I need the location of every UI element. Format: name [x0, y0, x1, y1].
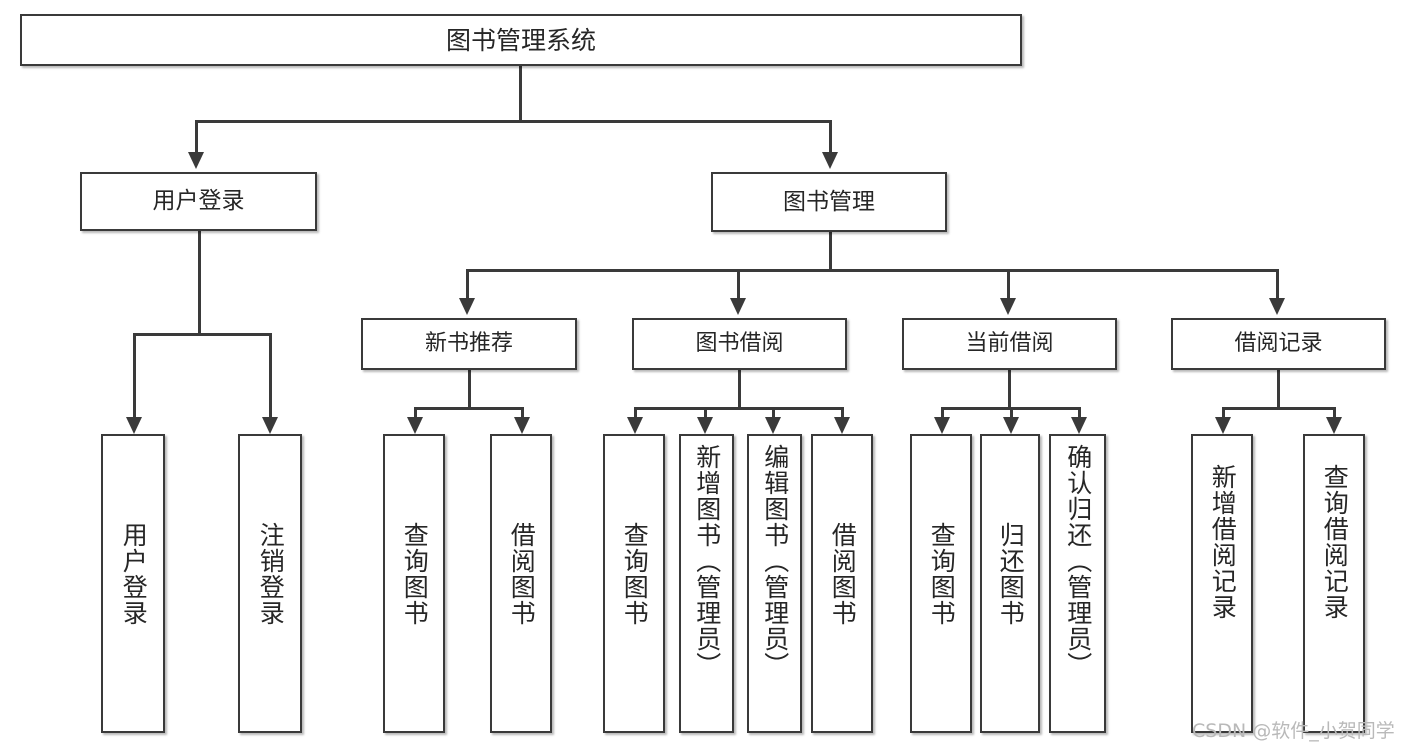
node-book-borrow[interactable]: 图书借阅: [632, 318, 847, 370]
connector-borrowrecord-drop-1: [1222, 407, 1225, 417]
arrow-bookmgmt-to-current-borrow: [1000, 298, 1016, 315]
node-leaf-borrow-book-2[interactable]: 借阅图书: [811, 434, 873, 733]
arrow-bookborrow-to-query-book: [627, 417, 643, 434]
node-leaf-user-login[interactable]: 用户登录: [101, 434, 165, 733]
node-leaf-borrow-book-1[interactable]: 借阅图书: [490, 434, 552, 733]
node-current-borrow[interactable]: 当前借阅: [902, 318, 1117, 370]
connector-userlogin-stem: [198, 231, 201, 335]
node-leaf-user-login-label: 用户登录: [119, 522, 149, 626]
connector-bookborrow-drop-2: [704, 407, 707, 417]
connector-bookborrow-drop-1: [634, 407, 637, 417]
connector-borrowrecord-bus: [1222, 407, 1336, 410]
connector-root-drop-user-login: [195, 120, 198, 152]
node-leaf-return-book-label: 归还图书: [996, 522, 1026, 626]
node-leaf-logout-label: 注销登录: [256, 522, 286, 626]
connector-bookborrow-stem: [738, 370, 741, 409]
node-user-login-label: 用户登录: [152, 188, 245, 214]
node-book-management[interactable]: 图书管理: [711, 172, 947, 232]
node-leaf-edit-book-label: 编辑图书（管理员）: [760, 444, 790, 678]
connector-bookmgmt-bus: [466, 269, 1279, 272]
node-leaf-add-book[interactable]: 新增图书（管理员）: [679, 434, 734, 733]
node-user-login[interactable]: 用户登录: [80, 172, 317, 231]
node-leaf-query-record[interactable]: 查询借阅记录: [1303, 434, 1365, 733]
node-leaf-add-book-label: 新增图书（管理员）: [692, 444, 722, 678]
connector-bookborrow-bus: [634, 407, 844, 410]
connector-root-bus: [195, 120, 832, 123]
node-current-borrow-label: 当前借阅: [965, 331, 1054, 356]
arrow-bookborrow-to-borrow-book: [834, 417, 850, 434]
connector-borrowrecord-drop-2: [1333, 407, 1336, 417]
arrow-currentborrow-to-confirm-return: [1071, 417, 1087, 434]
node-leaf-query-book-3-label: 查询图书: [927, 522, 957, 626]
node-leaf-query-book-1[interactable]: 查询图书: [383, 434, 445, 733]
node-leaf-query-book-2-label: 查询图书: [620, 522, 650, 626]
connector-currentborrow-drop-1: [941, 407, 944, 417]
node-new-book-recommend[interactable]: 新书推荐: [361, 318, 577, 370]
node-leaf-confirm-return-label: 确认归还（管理员）: [1063, 444, 1093, 678]
connector-userlogin-drop-1: [133, 333, 136, 417]
connector-recommend-bus: [414, 407, 524, 410]
arrow-userlogin-to-leaf-logout: [262, 417, 278, 434]
arrow-borrowrecord-to-add-record: [1215, 417, 1231, 434]
node-book-borrow-label: 图书借阅: [695, 331, 784, 356]
node-leaf-return-book[interactable]: 归还图书: [980, 434, 1040, 733]
arrow-bookmgmt-to-new-book-recommend: [459, 298, 475, 315]
connector-bookborrow-drop-3: [772, 407, 775, 417]
arrow-currentborrow-to-return-book: [1003, 417, 1019, 434]
node-leaf-borrow-book-1-label: 借阅图书: [507, 522, 537, 626]
arrow-userlogin-to-leaf-user-login: [126, 417, 142, 434]
connector-root-stem: [519, 66, 522, 122]
arrow-bookborrow-to-edit-book: [765, 417, 781, 434]
node-root[interactable]: 图书管理系统: [20, 14, 1022, 66]
node-leaf-borrow-book-2-label: 借阅图书: [828, 522, 858, 626]
arrow-currentborrow-to-query-book: [934, 417, 950, 434]
node-leaf-add-record-label: 新增借阅记录: [1208, 464, 1238, 620]
connector-bookmgmt-drop-1: [466, 269, 469, 298]
arrow-bookborrow-to-add-book: [697, 417, 713, 434]
connector-userlogin-drop-2: [269, 333, 272, 417]
node-leaf-query-record-label: 查询借阅记录: [1320, 464, 1350, 620]
connector-currentborrow-drop-3: [1078, 407, 1081, 417]
node-book-management-label: 图书管理: [783, 188, 875, 215]
connector-recommend-drop-2: [521, 407, 524, 417]
connector-bookmgmt-stem: [829, 232, 832, 271]
node-leaf-add-record[interactable]: 新增借阅记录: [1191, 434, 1253, 733]
connector-userlogin-bus: [133, 333, 272, 336]
node-leaf-query-book-2[interactable]: 查询图书: [603, 434, 665, 733]
arrow-root-to-user-login: [188, 152, 204, 169]
connector-currentborrow-stem: [1008, 370, 1011, 409]
node-borrow-record[interactable]: 借阅记录: [1171, 318, 1386, 370]
connector-bookmgmt-drop-4: [1276, 269, 1279, 298]
node-root-label: 图书管理系统: [445, 25, 596, 55]
connector-recommend-drop-1: [414, 407, 417, 417]
arrow-root-to-book-management: [822, 152, 838, 169]
node-leaf-query-book-3[interactable]: 查询图书: [910, 434, 972, 733]
node-leaf-edit-book[interactable]: 编辑图书（管理员）: [747, 434, 802, 733]
connector-recommend-stem: [468, 370, 471, 409]
node-leaf-query-book-1-label: 查询图书: [400, 522, 430, 626]
connector-bookborrow-drop-4: [841, 407, 844, 417]
arrow-borrowrecord-to-query-record: [1326, 417, 1342, 434]
connector-root-drop-book-management: [829, 120, 832, 152]
arrow-recommend-to-query-book: [407, 417, 423, 434]
arrow-bookmgmt-to-borrow-record: [1269, 298, 1285, 315]
node-new-book-recommend-label: 新书推荐: [424, 331, 513, 356]
node-borrow-record-label: 借阅记录: [1234, 331, 1323, 356]
connector-borrowrecord-stem: [1277, 370, 1280, 409]
connector-bookmgmt-drop-3: [1007, 269, 1010, 298]
connector-bookmgmt-drop-2: [737, 269, 740, 298]
arrow-recommend-to-borrow-book: [514, 417, 530, 434]
arrow-bookmgmt-to-book-borrow: [730, 298, 746, 315]
node-leaf-confirm-return[interactable]: 确认归还（管理员）: [1049, 434, 1106, 733]
node-leaf-logout[interactable]: 注销登录: [238, 434, 302, 733]
connector-currentborrow-drop-2: [1010, 407, 1013, 417]
